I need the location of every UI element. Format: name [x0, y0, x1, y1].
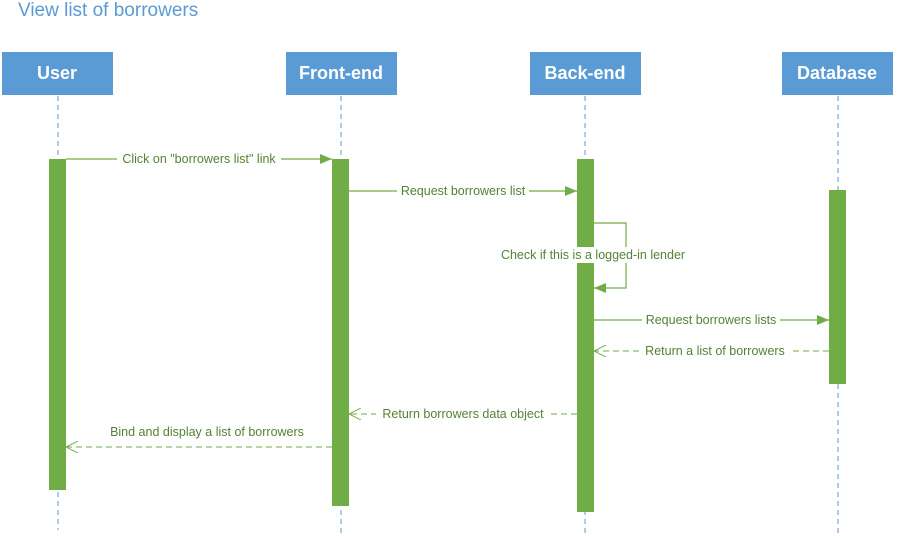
message-label: Bind and display a list of borrowers	[110, 425, 304, 439]
message-self-check-lender: Check if this is a logged-in lender	[498, 222, 688, 293]
actor-label: Back-end	[544, 63, 625, 83]
actor-front-end: Front-end	[286, 52, 397, 95]
activation-database	[829, 190, 846, 384]
message-request-borrowers-list: Request borrowers list	[349, 183, 577, 199]
message-label: Request borrowers lists	[646, 313, 777, 327]
diagram-title: View list of borrowers	[18, 0, 199, 21]
message-return-borrowers-data-object: Return borrowers data object	[349, 406, 577, 422]
activation-user	[49, 159, 66, 490]
message-label: Click on "borrowers list" link	[122, 152, 276, 166]
actor-back-end: Back-end	[530, 52, 641, 95]
actor-database: Database	[782, 52, 893, 95]
message-request-borrowers-lists: Request borrowers lists	[594, 312, 829, 328]
activation-front-end	[332, 159, 349, 506]
activation-back-end	[577, 159, 594, 512]
message-return-list-of-borrowers: Return a list of borrowers	[594, 343, 829, 359]
message-label: Check if this is a logged-in lender	[501, 248, 685, 262]
actor-label: User	[37, 63, 77, 83]
message-label: Return borrowers data object	[382, 407, 544, 421]
message-bind-display-borrowers: Bind and display a list of borrowers	[66, 425, 332, 447]
actor-label: Database	[797, 63, 877, 83]
actor-label: Front-end	[299, 63, 383, 83]
message-click-borrowers-list: Click on "borrowers list" link	[66, 151, 332, 167]
message-label: Return a list of borrowers	[645, 344, 785, 358]
actor-user: User	[2, 52, 113, 95]
message-label: Request borrowers list	[401, 184, 526, 198]
